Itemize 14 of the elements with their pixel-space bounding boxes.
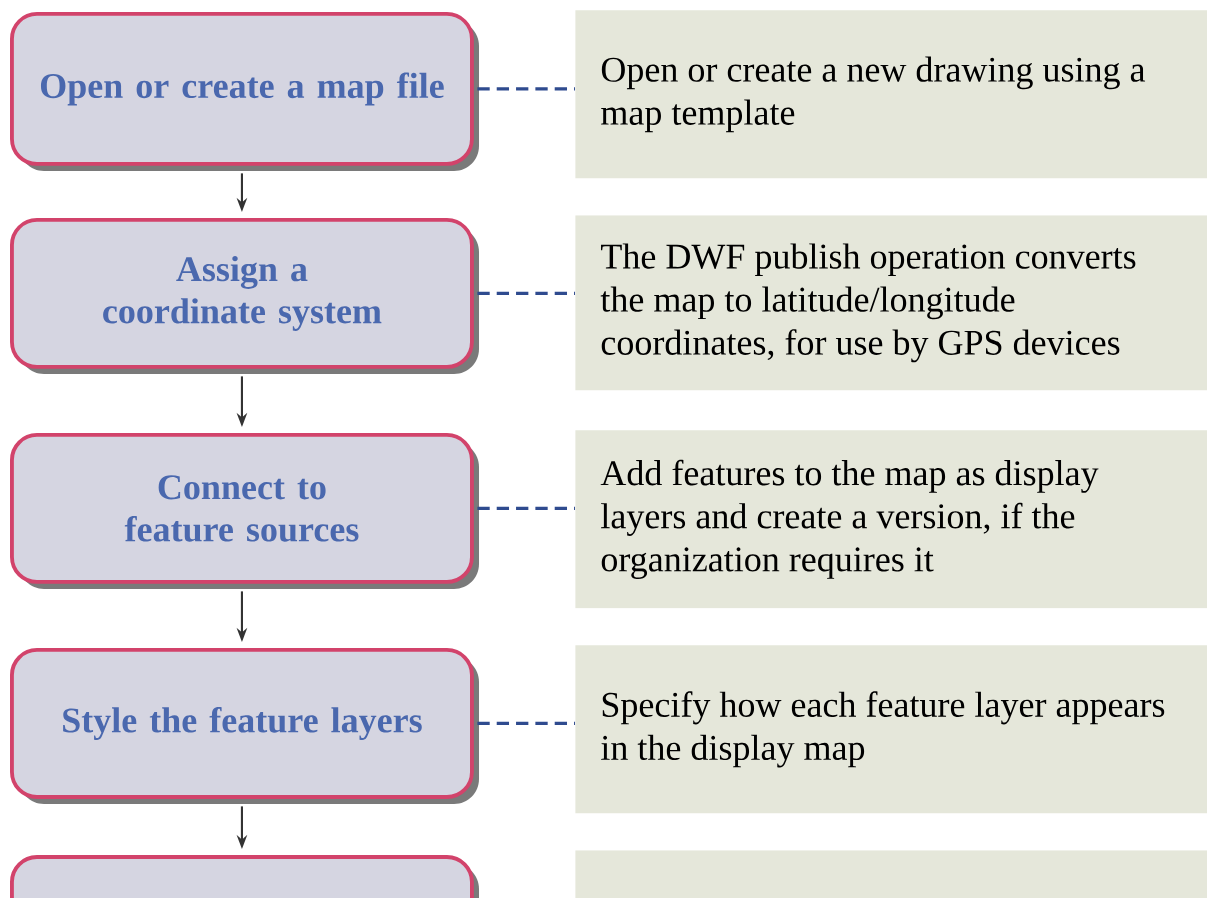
process-box: Style the feature layers: [10, 648, 479, 804]
connector-line: [477, 506, 575, 510]
note-box: Add features to the map as display layers and create a version, if the organization requires it: [575, 430, 1207, 609]
note-box: [575, 850, 1207, 898]
process-box: [10, 855, 479, 898]
note-box: Open or create a new drawing using a map template: [575, 10, 1207, 179]
note-box: Specify how each feature layer appears in the display map: [575, 645, 1207, 814]
process-box: Assign a coordinate system: [10, 218, 479, 374]
connector-line: [477, 721, 575, 726]
connector-line: [477, 87, 575, 91]
process-box: Connect to feature sources: [10, 433, 479, 589]
connector-line: [477, 291, 575, 295]
note-box: The DWF publish operation converts the map to latitude/longitude coordinates, for use by GPS devices: [575, 215, 1207, 391]
process-box: Open or create a map file: [10, 12, 479, 171]
